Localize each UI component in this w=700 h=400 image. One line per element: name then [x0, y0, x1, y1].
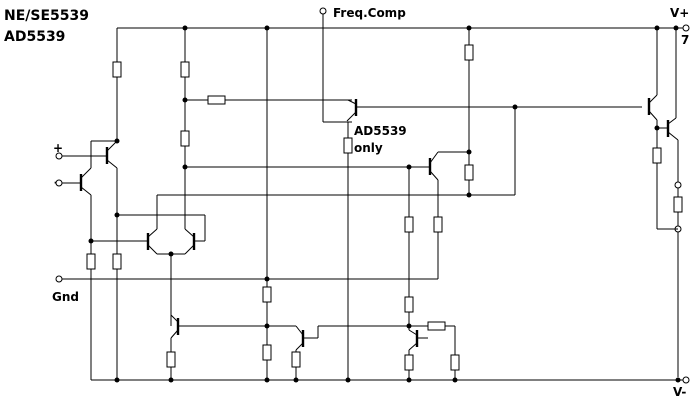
resistor-r8	[262, 344, 272, 361]
resistor-r12	[404, 216, 414, 233]
diff-pair-transistor-q4	[184, 228, 205, 255]
inverting-input-terminal[interactable]	[55, 179, 63, 187]
resistor-r1	[112, 61, 122, 78]
v-plus-pin-number: 7	[681, 33, 689, 47]
resistor-r17	[427, 321, 446, 331]
ad5539-only-label: only	[354, 141, 383, 155]
output-terminal-a[interactable]	[674, 181, 682, 189]
resistor-r15	[291, 351, 301, 368]
resistor-r18	[450, 354, 460, 371]
resistor-r13	[404, 296, 414, 313]
resistor-r6	[207, 95, 226, 105]
resistor-r11	[433, 216, 443, 233]
resistor-r7	[262, 286, 272, 303]
gnd-terminal[interactable]	[55, 275, 63, 283]
buffer-transistor-q5	[428, 151, 439, 181]
input-transistor-q2	[62, 140, 117, 196]
title-part-number: NE/SE5539	[4, 8, 89, 24]
output-transistor-q9	[647, 94, 658, 121]
v-plus-terminal[interactable]	[682, 24, 690, 32]
noninverting-input-terminal[interactable]	[55, 152, 63, 160]
ad5539-transistor	[346, 99, 642, 122]
output-transistor-q10	[657, 117, 679, 141]
noninverting-input-label: +	[53, 141, 63, 155]
ad5539-note-label: AD5539	[354, 124, 407, 138]
title-alt-part-number: AD5539	[4, 29, 65, 45]
resistor-r10	[464, 164, 474, 181]
resistor-r5	[180, 130, 190, 147]
input-transistor-q1	[62, 140, 118, 169]
freq-comp-label: Freq.Comp	[333, 6, 406, 20]
v-plus-label: V+	[670, 6, 689, 20]
resistor-r14	[166, 351, 176, 368]
resistor-r19	[652, 147, 662, 164]
current-source-transistor-q6	[170, 314, 180, 339]
v-minus-label: V-	[673, 385, 686, 399]
diff-pair-transistor-q3	[146, 228, 158, 255]
resistor-r3	[86, 253, 96, 270]
resistor-ad5539	[343, 137, 353, 154]
freq-comp-terminal[interactable]	[319, 7, 327, 15]
resistor-r16	[404, 354, 414, 371]
current-source-transistor-q8	[408, 329, 419, 351]
resistor-r4	[180, 61, 190, 78]
resistor-r9	[464, 44, 474, 61]
v-minus-terminal[interactable]	[682, 376, 690, 384]
resistor-r20	[673, 196, 683, 213]
current-source-transistor-q7	[295, 325, 305, 351]
gnd-label: Gnd	[52, 290, 79, 304]
resistor-r2	[112, 253, 122, 270]
junction-dots	[88, 25, 681, 383]
